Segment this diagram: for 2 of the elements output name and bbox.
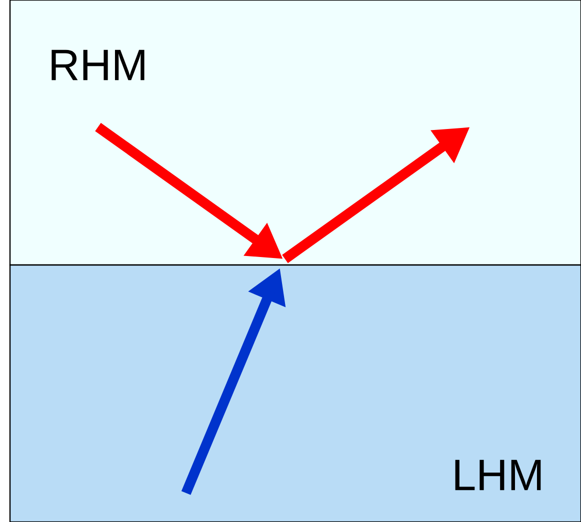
region: LHM xyxy=(9,264,581,522)
region: RHM xyxy=(9,0,581,266)
